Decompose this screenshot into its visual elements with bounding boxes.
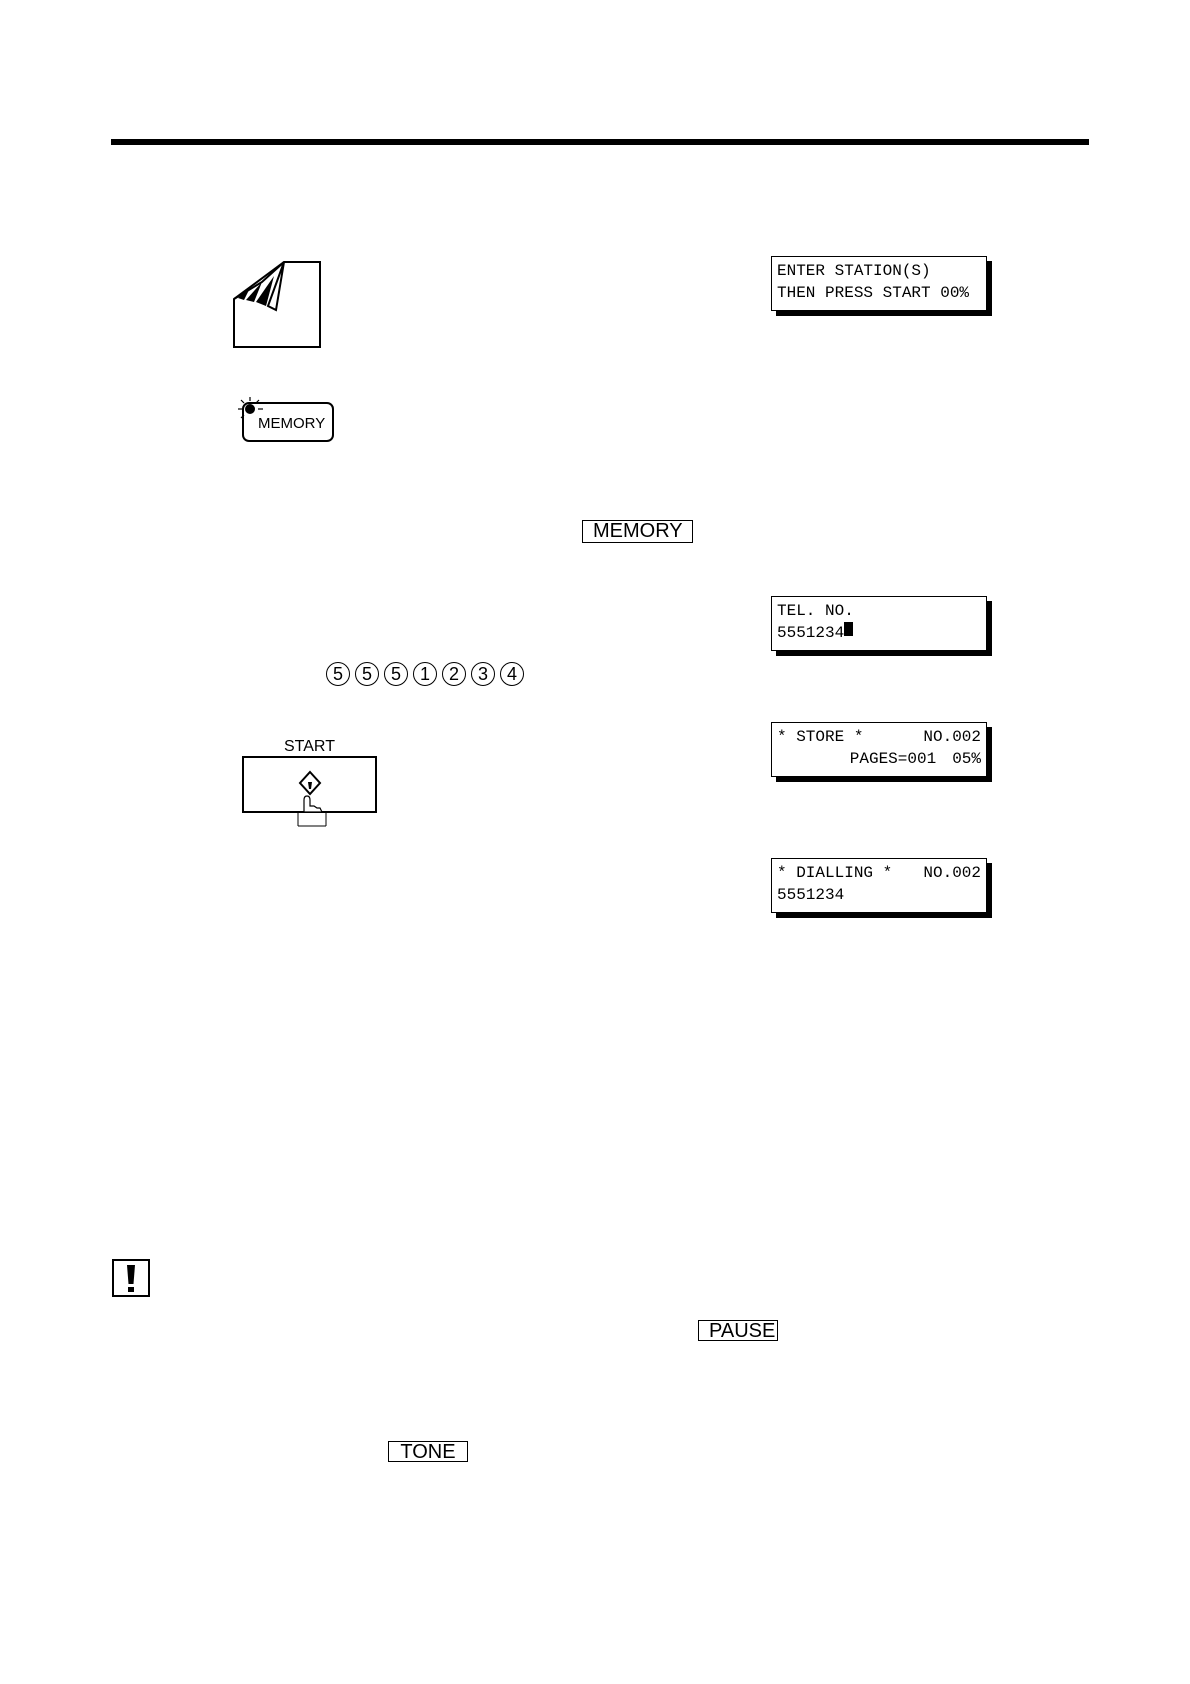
note-exclamation-icon	[112, 1259, 150, 1297]
start-button-label: START	[284, 738, 335, 756]
digit-keys: 5 5 5 1 2 3 4	[326, 662, 524, 686]
lcd-line: ENTER STATION(S)	[777, 260, 931, 282]
start-button[interactable]	[242, 756, 378, 828]
lcd-line: NO.002	[923, 726, 981, 748]
lcd-display-store: * STORE * NO.002 PAGES=001 05%	[771, 722, 987, 777]
lcd-line: 5551234	[777, 884, 844, 906]
digit-key[interactable]: 1	[413, 662, 437, 686]
lcd-line: 5551234	[777, 622, 844, 644]
digit-key[interactable]: 3	[471, 662, 495, 686]
pause-key-label: PAUSE	[709, 1320, 775, 1342]
lcd-line: 05%	[952, 748, 981, 770]
digit-key[interactable]: 5	[355, 662, 379, 686]
lcd-line: * STORE *	[777, 726, 863, 748]
lcd-line: THEN PRESS START 00%	[777, 282, 969, 304]
lcd-line: * DIALLING *	[777, 862, 892, 884]
pause-key-box: PAUSE	[698, 1320, 778, 1341]
lcd-line: TEL. NO.	[777, 600, 854, 622]
digit-key[interactable]: 4	[500, 662, 524, 686]
lcd-display-dialling: * DIALLING * NO.002 5551234	[771, 858, 987, 913]
digit-key[interactable]: 5	[326, 662, 350, 686]
digit-key[interactable]: 2	[442, 662, 466, 686]
cursor-block	[844, 622, 853, 636]
document-icon	[232, 258, 324, 350]
memory-led-icon	[238, 397, 264, 423]
memory-key-label: MEMORY	[593, 520, 683, 542]
memory-button-label: MEMORY	[258, 415, 325, 432]
lcd-display-tel-no: TEL. NO. 5551234	[771, 596, 987, 651]
memory-key-box: MEMORY	[582, 520, 693, 543]
lcd-line: NO.002	[923, 862, 981, 884]
lcd-display-enter-station: ENTER STATION(S) THEN PRESS START 00%	[771, 256, 987, 311]
tone-key-label: TONE	[400, 1441, 455, 1463]
digit-key[interactable]: 5	[384, 662, 408, 686]
top-rule	[111, 139, 1089, 145]
tone-key-box: TONE	[388, 1441, 468, 1462]
lcd-line: PAGES=001	[850, 748, 936, 770]
